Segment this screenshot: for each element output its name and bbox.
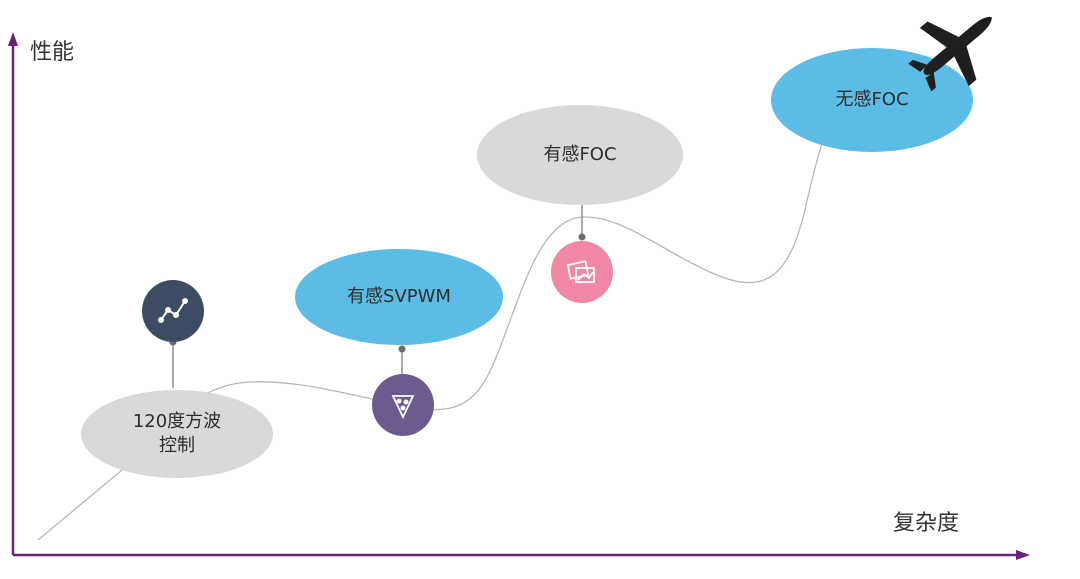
pizza-glyph xyxy=(391,395,415,420)
y-axis-label: 性能 xyxy=(30,40,75,65)
stage-sensored-svpwm xyxy=(295,249,503,436)
stage-ellipse xyxy=(771,48,973,152)
stage-ellipse xyxy=(295,249,503,345)
stage-label-line1: 无感FOC xyxy=(835,89,909,110)
stage-label-line1: 120度方波 xyxy=(132,411,222,432)
stage-label-square-wave: 120度方波 控制 xyxy=(81,390,273,478)
stage-label-line1: 有感SVPWM xyxy=(347,286,451,307)
connector-dot xyxy=(398,345,406,353)
photo-glyph xyxy=(566,260,595,283)
stage-ellipse xyxy=(477,105,683,205)
axes xyxy=(8,32,1030,560)
x-axis-arrow xyxy=(1016,550,1030,560)
stage-label-sensored-svpwm: 有感SVPWM xyxy=(295,249,503,345)
photo-icon xyxy=(551,241,613,303)
airplane-icon xyxy=(908,16,992,92)
stage-label-sensored-foc: 有感FOC xyxy=(477,105,683,205)
stage-label-line2: 控制 xyxy=(158,435,195,456)
x-axis-label: 复杂度 xyxy=(893,511,960,536)
stage-label-sensorless-foc: 无感FOC xyxy=(771,48,973,152)
line-chart-glyph xyxy=(158,298,188,323)
stage-square-wave xyxy=(81,280,273,478)
stage-sensorless-foc xyxy=(771,16,992,152)
pizza-icon xyxy=(372,374,434,436)
stage-ellipse xyxy=(81,390,273,478)
stage-label-line1: 有感FOC xyxy=(543,144,617,165)
airplane-shape xyxy=(908,16,992,92)
connector-dot xyxy=(578,233,586,241)
line-chart-icon xyxy=(142,280,204,342)
stage-sensored-foc xyxy=(477,105,683,303)
y-axis-arrow xyxy=(8,32,18,46)
